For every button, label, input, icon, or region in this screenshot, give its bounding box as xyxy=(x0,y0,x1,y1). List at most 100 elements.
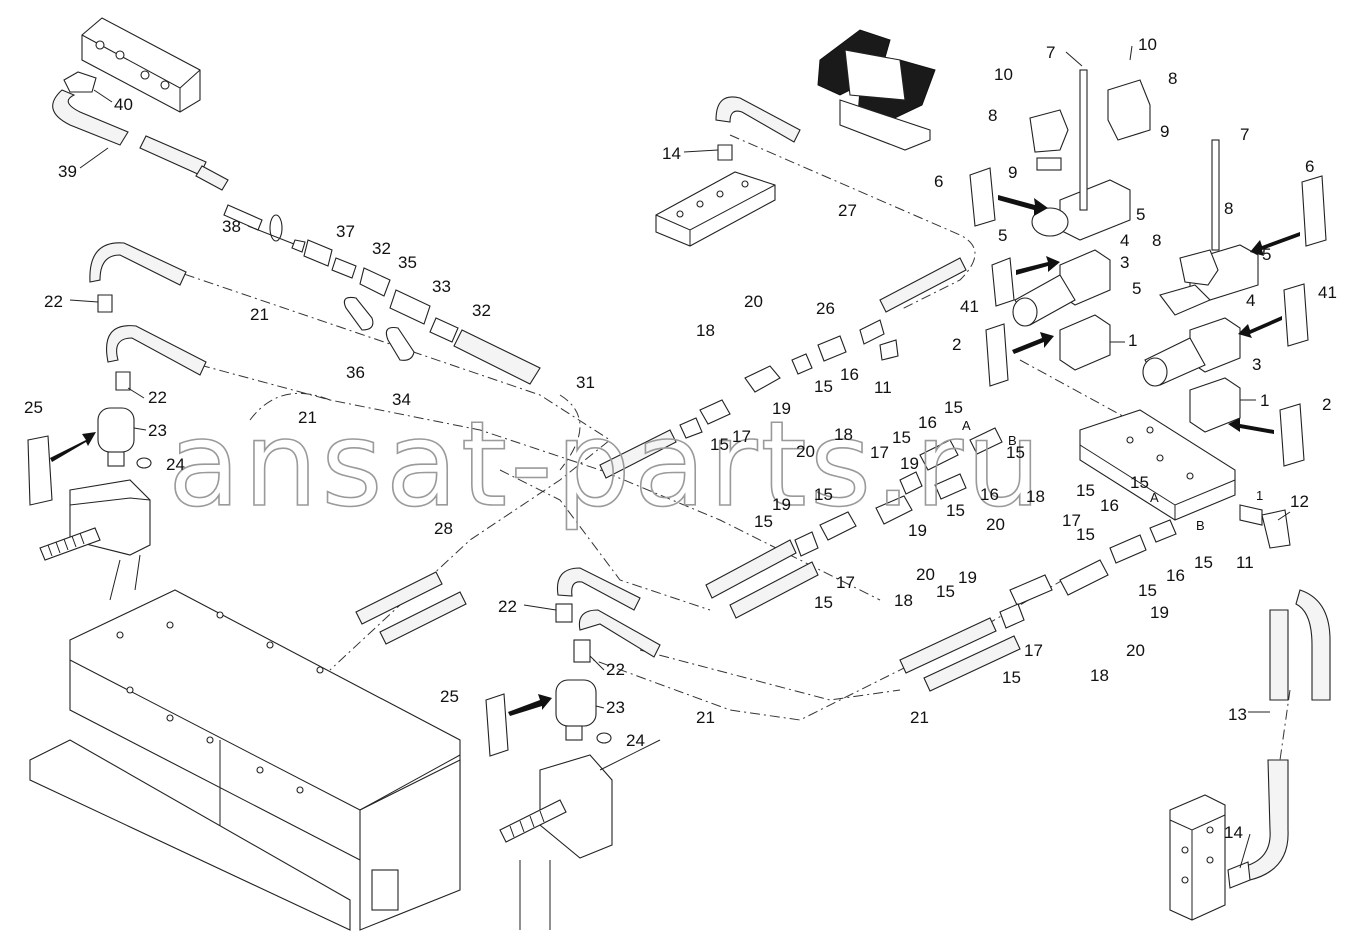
callout-10-b: 10 xyxy=(1138,35,1157,54)
callout-17-b: 17 xyxy=(870,443,889,462)
callout-6: 6 xyxy=(934,172,943,191)
callout-4-b: 4 xyxy=(1246,291,1255,310)
callout-8-c: 8 xyxy=(1224,199,1233,218)
callout-15-p: 15 xyxy=(814,485,833,504)
callout-17: 17 xyxy=(732,427,751,446)
port-letter-1: 1 xyxy=(1256,488,1263,503)
fitting-chain-top xyxy=(223,204,541,385)
callout-1: 1 xyxy=(1128,331,1137,350)
valve-stack-lower xyxy=(1142,139,1259,433)
callout-15-h: 15 xyxy=(754,512,773,531)
callout-16: 16 xyxy=(840,365,859,384)
tags-and-arrows xyxy=(27,167,1327,757)
watermark: ansat-parts.ru xyxy=(168,395,1044,533)
callout-18-e: 18 xyxy=(1090,666,1109,685)
hose-39 xyxy=(52,89,229,191)
port-letter-b-2: B xyxy=(1196,518,1205,533)
hose-13-and-block xyxy=(1169,504,1331,921)
callout-22-b: 22 xyxy=(148,388,167,407)
callout-25: 25 xyxy=(24,398,43,417)
callout-18-b: 18 xyxy=(834,425,853,444)
callout-16-b: 16 xyxy=(918,413,937,432)
callout-15-c: 15 xyxy=(944,398,963,417)
callout-15-d: 15 xyxy=(892,428,911,447)
callout-7: 7 xyxy=(1046,43,1055,62)
callout-8-b: 8 xyxy=(1168,69,1177,88)
callout-8: 8 xyxy=(988,106,997,125)
callout-5-b: 5 xyxy=(998,226,1007,245)
callout-15-o: 15 xyxy=(1002,668,1021,687)
callout-26: 26 xyxy=(816,299,835,318)
callout-37: 37 xyxy=(336,222,355,241)
callout-7-b: 7 xyxy=(1240,125,1249,144)
callout-15-g: 15 xyxy=(1130,473,1149,492)
callout-labels: 40 39 38 37 32 35 33 32 36 34 31 22 21 2… xyxy=(24,35,1337,842)
callout-20-e: 20 xyxy=(1126,641,1145,660)
callout-12: 12 xyxy=(1290,492,1309,511)
callout-18-c: 18 xyxy=(894,591,913,610)
pressure-switch-center xyxy=(499,567,661,930)
callout-15-n: 15 xyxy=(1138,581,1157,600)
callout-21-d: 21 xyxy=(910,708,929,727)
callout-41: 41 xyxy=(960,297,979,316)
callout-1-b: 1 xyxy=(1260,391,1269,410)
callout-24-b: 24 xyxy=(626,731,645,750)
callout-38: 38 xyxy=(222,217,241,236)
callout-15-l: 15 xyxy=(936,582,955,601)
callout-22-d: 22 xyxy=(606,660,625,679)
callout-32-b: 32 xyxy=(472,301,491,320)
callout-33: 33 xyxy=(432,277,451,296)
port-letter-a-2: A xyxy=(1150,490,1159,505)
callout-23: 23 xyxy=(148,421,167,440)
callout-18: 18 xyxy=(696,321,715,340)
hose-21-left xyxy=(89,242,207,391)
callout-19: 19 xyxy=(772,399,791,418)
callout-19-f: 19 xyxy=(1150,603,1169,622)
callout-16-c: 16 xyxy=(980,485,999,504)
callout-16-e: 16 xyxy=(1166,566,1185,585)
callout-22: 22 xyxy=(44,292,63,311)
callout-2-b: 2 xyxy=(1322,395,1331,414)
callout-34: 34 xyxy=(392,390,411,409)
callout-5: 5 xyxy=(1136,205,1145,224)
callout-21-b: 21 xyxy=(298,408,317,427)
callout-32: 32 xyxy=(372,239,391,258)
callout-19-e: 19 xyxy=(958,568,977,587)
callout-21-c: 21 xyxy=(696,708,715,727)
hose-28-pair xyxy=(355,571,467,645)
callout-5-d: 5 xyxy=(1132,279,1141,298)
callout-9: 9 xyxy=(1008,163,1017,182)
callout-14-b: 14 xyxy=(1224,823,1243,842)
callout-15-m: 15 xyxy=(1194,553,1213,572)
callout-19-b: 19 xyxy=(900,454,919,473)
port-letters: A B A B 1 xyxy=(962,418,1263,533)
callout-20: 20 xyxy=(744,292,763,311)
callout-15-b: 15 xyxy=(710,435,729,454)
callout-40: 40 xyxy=(114,95,133,114)
port-letter-a: A xyxy=(962,418,971,433)
callout-14: 14 xyxy=(662,144,681,163)
callout-15-k: 15 xyxy=(1076,525,1095,544)
callout-13: 13 xyxy=(1228,705,1247,724)
callout-17-e: 17 xyxy=(1024,641,1043,660)
leader-lines xyxy=(69,45,1291,869)
callout-27: 27 xyxy=(838,201,857,220)
callout-28: 28 xyxy=(434,519,453,538)
callout-22-c: 22 xyxy=(498,597,517,616)
callout-15-j: 15 xyxy=(1076,481,1095,500)
callout-6-b: 6 xyxy=(1305,157,1314,176)
callout-41-b: 41 xyxy=(1318,283,1337,302)
valve-stack-upper xyxy=(1012,69,1151,371)
cabinet-housing xyxy=(29,589,461,931)
callout-5-c: 5 xyxy=(1262,245,1271,264)
port-letter-b: B xyxy=(1008,433,1017,448)
callout-35: 35 xyxy=(398,253,417,272)
callout-25-b: 25 xyxy=(440,687,459,706)
callout-8-d: 8 xyxy=(1152,231,1161,250)
callout-19-d: 19 xyxy=(908,521,927,540)
callout-24: 24 xyxy=(166,455,185,474)
callout-15-f: 15 xyxy=(946,501,965,520)
callout-4: 4 xyxy=(1120,231,1129,250)
